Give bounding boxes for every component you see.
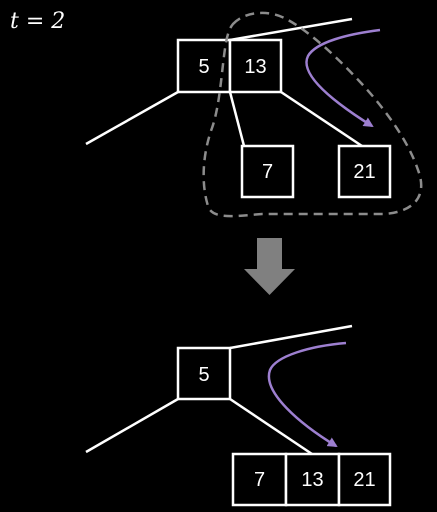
t-label: t = 2 [10, 9, 65, 34]
root-node: 5 13 [176, 38, 283, 94]
curved-arrow-bottom [267, 341, 347, 448]
edge-child-7 [228, 91, 246, 147]
root-key-cell [228, 38, 283, 94]
merged-key: 13 [301, 469, 323, 491]
child-node-21: 21 [337, 144, 392, 199]
down-arrow-shaft [257, 238, 282, 269]
merged-node: 7 13 21 [231, 452, 392, 507]
edge-parent [229, 17, 353, 42]
dashed-highlight-outline [202, 11, 423, 218]
root-key: 5 [198, 56, 209, 78]
before-tree: 5 13 7 21 [85, 11, 423, 218]
merged-key-cell [284, 452, 341, 507]
child-key: 21 [353, 161, 375, 183]
edge-left-subtree [85, 397, 179, 454]
child-node-7: 7 [240, 144, 295, 199]
down-arrow-icon [244, 238, 295, 295]
edge-merged-child [229, 397, 313, 456]
edge-parent [229, 324, 353, 350]
merged-key: 21 [353, 469, 375, 491]
child-key-cell [337, 144, 392, 199]
after-tree: 5 7 13 21 [85, 324, 392, 507]
edge-left-subtree [85, 90, 179, 146]
down-arrow-head [244, 269, 295, 295]
curved-arrow-top [305, 28, 381, 128]
root-key: 5 [198, 364, 209, 386]
root-key: 13 [244, 56, 266, 78]
merged-key-cell [231, 452, 288, 507]
child-key-cell [240, 144, 295, 199]
root-node: 5 [176, 346, 232, 401]
merged-key-cell [337, 452, 392, 507]
edge-child-21 [280, 90, 363, 148]
root-key-cell [176, 346, 232, 401]
merged-key: 7 [254, 469, 265, 491]
child-key: 7 [262, 161, 273, 183]
